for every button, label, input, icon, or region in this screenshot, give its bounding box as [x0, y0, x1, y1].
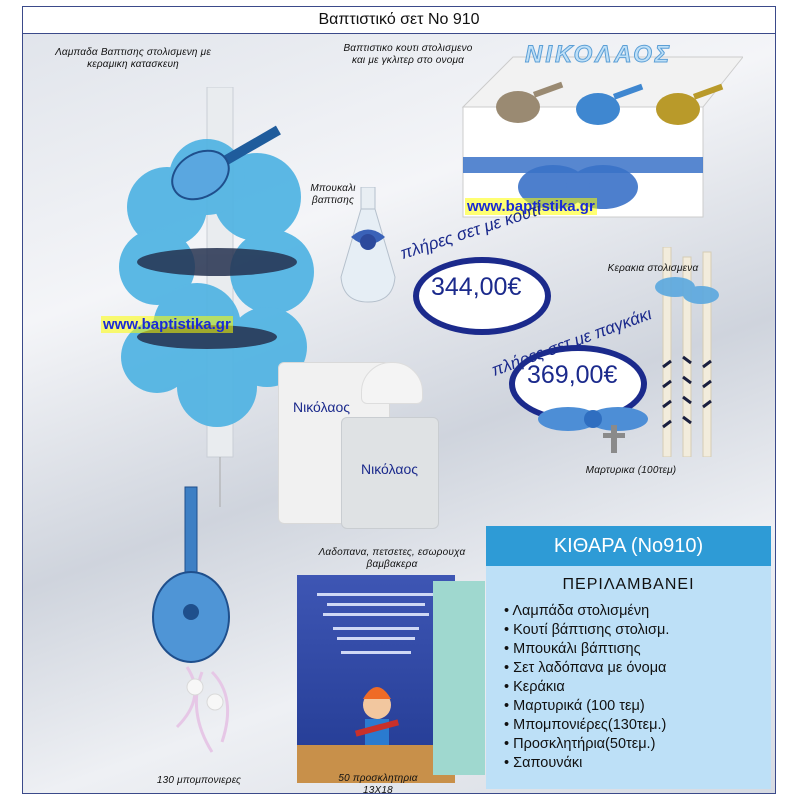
towel-name-2: Νικόλαος	[361, 461, 418, 477]
list-item: Μπουκάλι βάπτισης	[504, 640, 669, 659]
list-item: Σετ λαδόπανα με όνομα	[504, 659, 669, 678]
guitar-gold-icon	[656, 83, 724, 125]
bottle-illustration	[333, 186, 403, 307]
list-item: Σαπουνάκι	[504, 754, 669, 773]
box-label: Βαπτιστικο κουτι στολισμενο και με γκλιτ…	[343, 43, 473, 66]
price-bench-set: 369,00€	[527, 361, 618, 389]
bottle-label: Μπουκαλι βαπτισης	[310, 183, 356, 206]
list-item: Μπομπονιέρες(130τεμ.)	[504, 716, 669, 735]
small-candles-label: Κερακια στολισμενα	[607, 263, 699, 274]
website-url-top: www.baptistika.gr	[465, 198, 597, 215]
guitar-ornament	[152, 486, 230, 663]
box-name-text: ΝΙΚΟΛΑΟΣ	[524, 41, 673, 69]
list-item: Προσκλητήρια(50τεμ.)	[504, 735, 669, 754]
package-name-header: ΚΙΘΑΡΑ (Νο910)	[486, 526, 771, 566]
witness-favor-illustration	[513, 397, 663, 467]
candle-label: Λαμπαδα Βαπτισης στολισμενη με κεραμικη …	[55, 47, 211, 70]
napkin-pack	[433, 581, 485, 775]
product-canvas: Βαπτιστικό σετ Νο 910	[22, 6, 776, 794]
invitation-label: 50 προσκλητηρια 13Χ18	[338, 773, 418, 794]
list-item: Κουτί βάπτισης στολισμ.	[504, 621, 669, 640]
package-info-panel: ΚΙΘΑΡΑ (Νο910) ΠΕΡΙΛΑΜΒΑΝΕΙ Λαμπάδα στολ…	[486, 526, 771, 789]
towel-name-1: Νικόλαος	[293, 399, 350, 415]
contents-list: Λαμπάδα στολισμένη Κουτί βάπτισης στολισ…	[504, 602, 669, 773]
witness-favor-label: Μαρτυρικα (100τεμ)	[585, 465, 677, 476]
list-item: Μαρτυρικά (100 τεμ)	[504, 697, 669, 716]
guitar-bronze-icon	[496, 81, 564, 123]
page-title: Βαπτιστικό σετ Νο 910	[23, 7, 775, 34]
guitar-blue-icon	[576, 83, 644, 125]
bonbonniere-label: 130 μπομπονιερες	[156, 775, 242, 786]
list-item: Κεράκια	[504, 678, 669, 697]
package-contents: ΠΕΡΙΛΑΜΒΑΝΕΙ Λαμπάδα στολισμένη Κουτί βά…	[486, 566, 771, 789]
list-item: Λαμπάδα στολισμένη	[504, 602, 669, 621]
small-candles-illustration	[653, 246, 723, 458]
invitation-card	[297, 575, 455, 783]
website-url-left: www.baptistika.gr	[101, 316, 233, 333]
towel-grey	[341, 417, 439, 529]
candle-illustration	[107, 86, 337, 787]
price-box-set: 344,00€	[431, 273, 522, 301]
napkin-label: Λαδοπανα, πετσετες, εσωρουχα βαμβακερα	[318, 547, 466, 570]
contents-heading: ΠΕΡΙΛΑΜΒΑΝΕΙ	[562, 576, 695, 593]
price-badge-box-set	[413, 257, 551, 335]
cap	[361, 362, 423, 404]
